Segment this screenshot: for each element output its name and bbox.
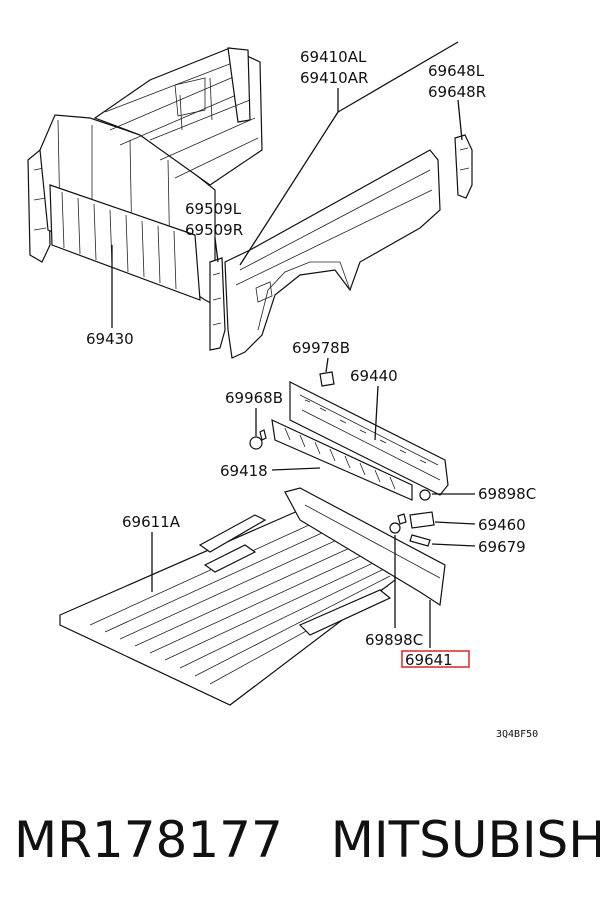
- part-footer: MR178177 MITSUBISHI: [0, 800, 600, 880]
- label-69509R[interactable]: 69509R: [185, 221, 243, 239]
- figure-code: 3Q4BF50: [496, 729, 538, 740]
- label-69430[interactable]: 69430: [86, 330, 134, 348]
- label-69410AL[interactable]: 69410AL: [300, 48, 367, 66]
- label-69611A[interactable]: 69611A: [122, 513, 181, 531]
- label-69418[interactable]: 69418: [220, 462, 268, 480]
- label-69648R[interactable]: 69648R: [428, 83, 486, 101]
- highlight-box-69641: [401, 650, 470, 668]
- label-69968B[interactable]: 69968B: [225, 389, 283, 407]
- label-69641[interactable]: 69641: [405, 651, 453, 669]
- label-69440[interactable]: 69440: [350, 367, 398, 385]
- label-69648L[interactable]: 69648L: [428, 62, 485, 80]
- label-69898C-lower[interactable]: 69898C: [365, 631, 423, 649]
- part-number: MR178177: [14, 811, 283, 869]
- label-69410AR[interactable]: 69410AR: [300, 69, 368, 87]
- parts-diagram: 69410AL 69410AR 69648L 69648R 69509L 695…: [27, 41, 538, 740]
- part-labels: 69410AL 69410AR 69648L 69648R 69509L 695…: [86, 48, 538, 740]
- brand-name: MITSUBISHI: [330, 811, 600, 869]
- deck-floor: [59, 487, 446, 706]
- label-69460[interactable]: 69460: [478, 516, 526, 534]
- label-69978B[interactable]: 69978B: [292, 339, 350, 357]
- truck-bed-assembly: [27, 47, 473, 359]
- leader-lines: [111, 41, 476, 648]
- bolt-icon: [249, 429, 267, 450]
- tailgate-parts: [249, 371, 449, 547]
- label-69679[interactable]: 69679: [478, 538, 526, 556]
- label-69509L[interactable]: 69509L: [185, 200, 242, 218]
- label-69898C-upper[interactable]: 69898C: [478, 485, 536, 503]
